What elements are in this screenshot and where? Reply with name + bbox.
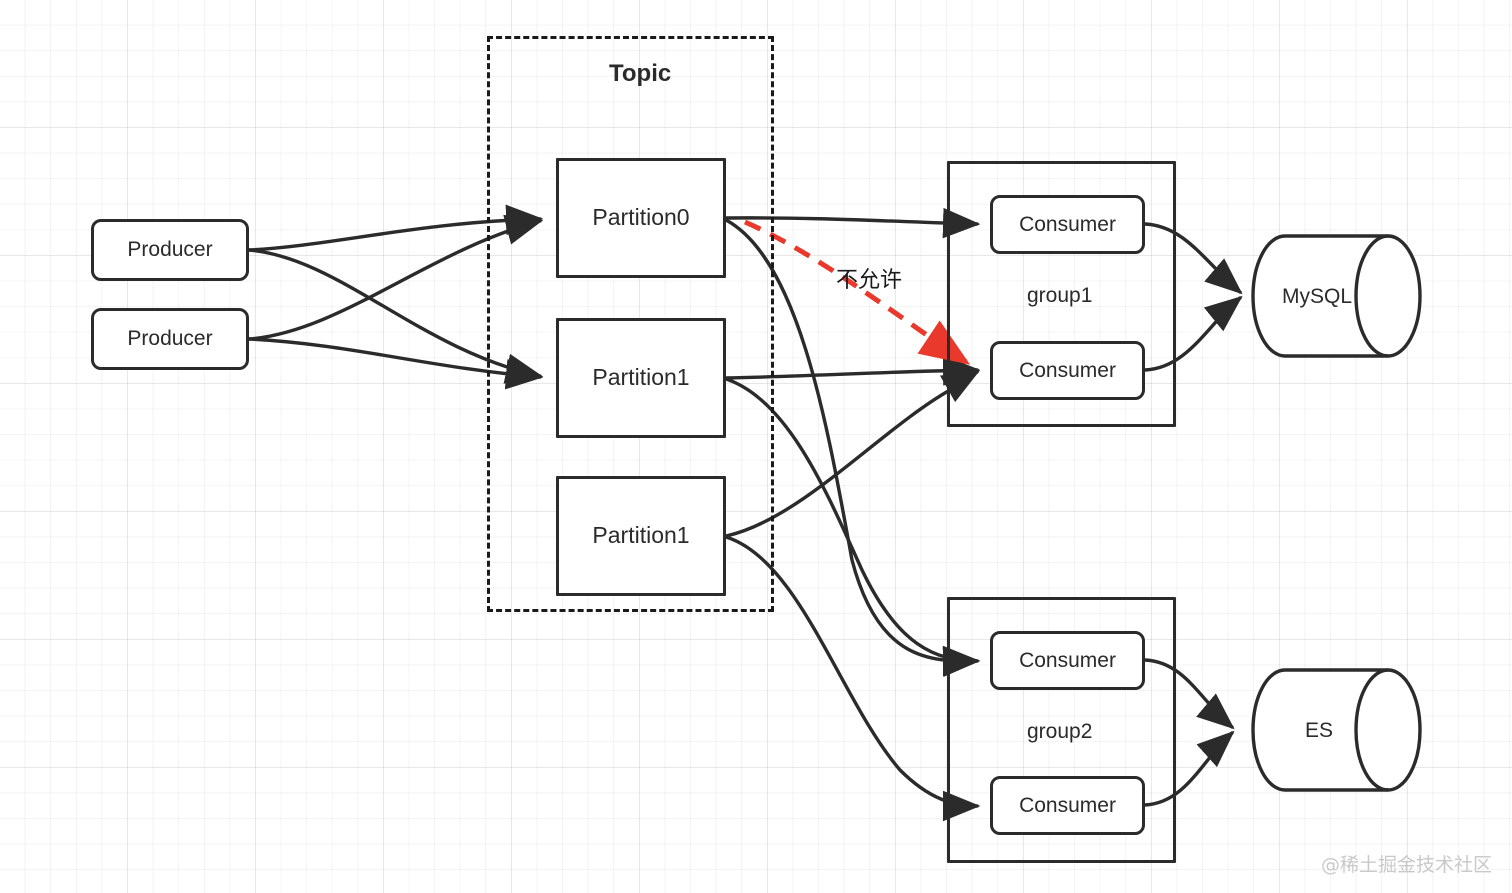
- mysql-label: MySQL: [1282, 285, 1353, 308]
- edge-consumer2b-es: [1143, 730, 1235, 807]
- edge-consumer2a-es: [1143, 658, 1235, 730]
- edge-consumer1a-mysql: [1143, 222, 1243, 295]
- edge-producer2-partition0: [247, 214, 544, 341]
- forbidden-annotation-label: 不允许: [836, 268, 903, 293]
- edge-partition1b-consumer1b: [724, 370, 980, 538]
- partition-box-2[interactable]: Partition1: [556, 476, 726, 596]
- group1-consumer-box-2[interactable]: Consumer: [990, 341, 1145, 400]
- edge-partition1b-consumer2b: [724, 535, 981, 822]
- consumer-label: Consumer: [1019, 648, 1116, 672]
- consumer-label: Consumer: [1019, 212, 1116, 236]
- group1-label: group1: [1027, 284, 1093, 307]
- edge-producer1-partition1a: [247, 248, 544, 384]
- edge-producer2-partition1a: [247, 337, 544, 390]
- topic-container: [487, 36, 774, 612]
- producer-label: Producer: [127, 238, 213, 262]
- es-label: ES: [1305, 719, 1334, 742]
- producer-box-1[interactable]: Producer: [91, 219, 249, 281]
- edge-producer1-partition0: [247, 204, 544, 252]
- consumer-group-1-container: [947, 161, 1176, 427]
- consumer-label: Consumer: [1019, 358, 1116, 382]
- group1-consumer-box-1[interactable]: Consumer: [990, 195, 1145, 254]
- consumer-label: Consumer: [1019, 793, 1116, 817]
- partition-label: Partition0: [592, 204, 690, 231]
- watermark: @稀土掘金技术社区: [1320, 854, 1492, 876]
- edge-consumer1b-mysql: [1143, 295, 1243, 372]
- producer-label: Producer: [127, 327, 213, 351]
- group2-consumer-box-2[interactable]: Consumer: [990, 776, 1145, 835]
- partition-box-0[interactable]: Partition0: [556, 158, 726, 278]
- edge-partition0-consumer2a: [724, 218, 981, 678]
- producer-box-2[interactable]: Producer: [91, 308, 249, 370]
- es-cylinder-shape: [1251, 668, 1422, 792]
- consumer-group-2-container: [947, 597, 1176, 863]
- partition-box-1[interactable]: Partition1: [556, 318, 726, 438]
- topic-title: Topic: [609, 60, 672, 87]
- group2-consumer-box-1[interactable]: Consumer: [990, 631, 1145, 690]
- partition-label: Partition1: [592, 522, 690, 549]
- mysql-cylinder-shape: [1251, 234, 1422, 358]
- edge-partition1a-consumer2a: [724, 377, 981, 677]
- partition-label: Partition1: [592, 364, 690, 391]
- group2-label: group2: [1027, 720, 1093, 743]
